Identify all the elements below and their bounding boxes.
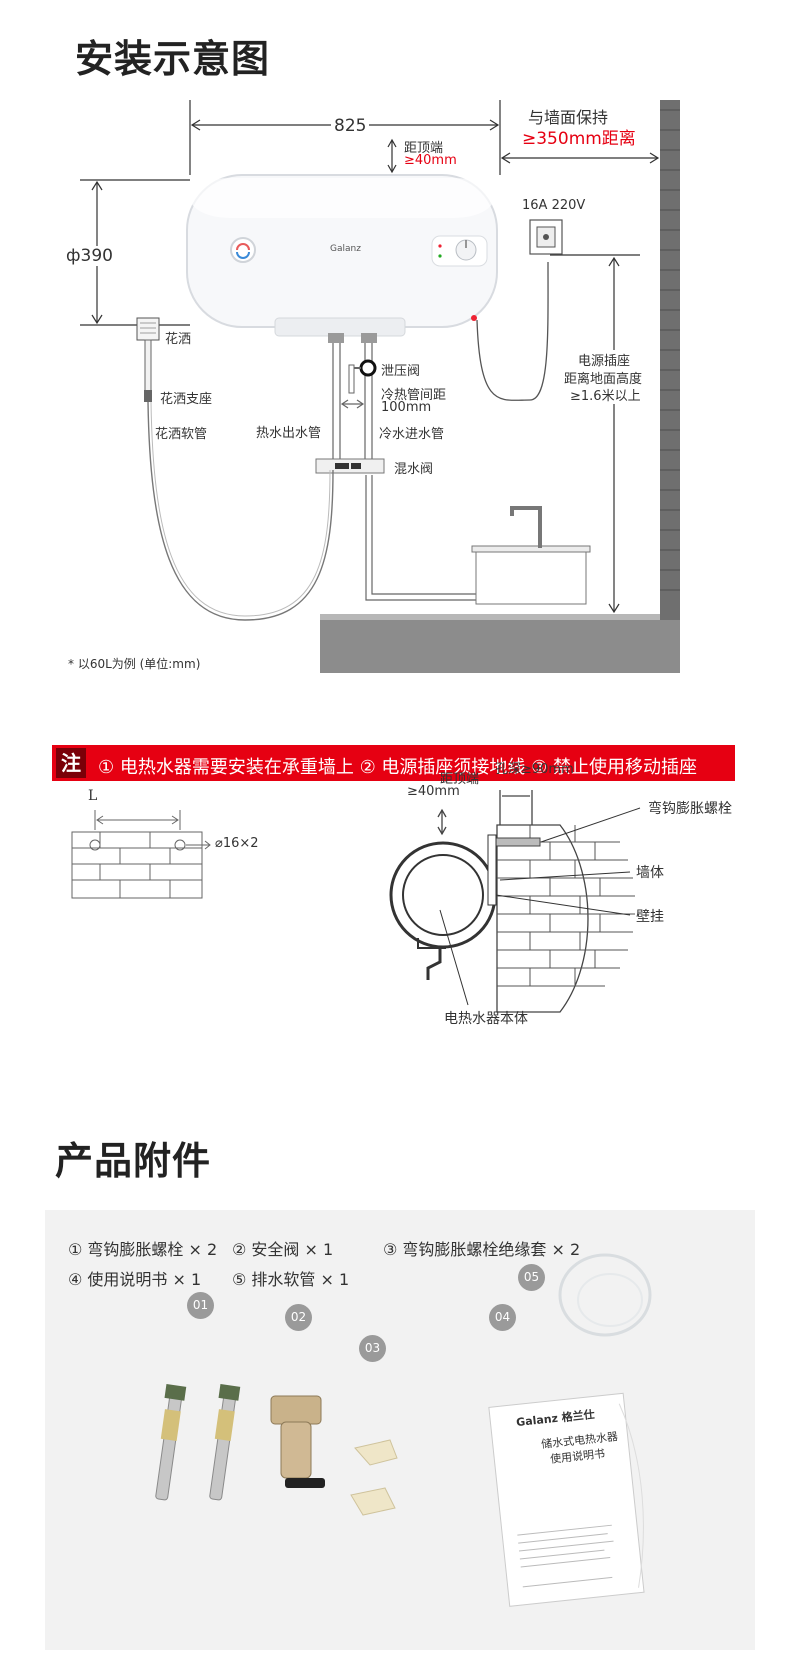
hole-depth-label: 孔深≥90mm — [495, 762, 574, 777]
mixer-label: 混水阀 — [394, 462, 434, 477]
width-label: 825 — [331, 116, 370, 136]
pipe-gap-label: 冷热管间距 — [381, 388, 447, 403]
hook-bolts — [155, 1384, 241, 1501]
top-gap-value: ≥40mm — [404, 153, 457, 168]
mount-top-gap-label: 距顶端 — [440, 772, 480, 787]
expansion-bolt — [491, 837, 541, 847]
cold-in-label: 冷水进水管 — [379, 427, 445, 442]
body-label: 电热水器本体 — [444, 1011, 528, 1027]
footnote: * 以60L为例 (单位:mm) — [68, 657, 201, 671]
top-gap-label: 距顶端 — [404, 141, 444, 156]
accessory-item-4: ④ 使用说明书 × 1 — [68, 1270, 202, 1289]
wall-gap-label: 与墙面保持 — [528, 108, 609, 127]
height-label: ф390 — [66, 246, 113, 266]
mixer-valve — [315, 458, 385, 474]
install-section-title: 安装示意图 — [75, 37, 271, 81]
mount-diagram — [71, 790, 641, 1013]
bolt-label: 弯钩膨胀螺栓 — [648, 801, 732, 817]
accessory-item-1: ① 弯钩膨胀螺栓 × 2 — [68, 1240, 218, 1259]
drain-hose — [558, 1253, 652, 1337]
socket-rating: 16A 220V — [522, 198, 586, 213]
accessories-section-title: 产品附件 — [55, 1139, 212, 1183]
shower-holder-label: 花洒支座 — [160, 392, 213, 407]
accessory-item-2: ② 安全阀 × 1 — [232, 1240, 334, 1259]
safety-valve — [270, 1395, 325, 1488]
hole-label: ⌀16×2 — [215, 836, 259, 851]
accessories-illustration — [155, 1253, 652, 1607]
faucet — [510, 506, 542, 548]
sink — [475, 547, 587, 605]
mount-top-gap-value: ≥40mm — [407, 784, 460, 799]
l-label: L — [88, 788, 98, 804]
wall-column — [660, 100, 680, 620]
wall-gap-value: ≥350mm距离 — [522, 129, 636, 149]
wall-label: 墙体 — [636, 865, 664, 881]
notice-text: ① 电热水器需要安装在承重墙上 ② 电源插座须接地线 ③ 禁止使用移动插座 — [98, 757, 698, 778]
user-manual — [488, 1392, 645, 1607]
hot-out-label: 热水出水管 — [256, 426, 322, 441]
badge-03: 03 — [359, 1335, 386, 1362]
wall-bracket — [487, 834, 497, 906]
pipe-gap-value: 100mm — [381, 400, 432, 415]
install-diagram — [80, 100, 680, 673]
badge-02: 02 — [285, 1304, 312, 1331]
shower-hose-label: 花洒软管 — [155, 427, 208, 442]
notice-tag: 注 — [56, 748, 86, 778]
shower-head-label: 花洒 — [165, 332, 192, 347]
socket-note-1: 电源插座 — [578, 350, 631, 369]
shower-head — [136, 317, 160, 341]
heater-brand: Galanz — [330, 244, 361, 254]
shower-hose — [147, 401, 334, 621]
accessory-item-3: ③ 弯钩膨胀螺栓绝缘套 × 2 — [383, 1240, 581, 1259]
badge-04: 04 — [489, 1304, 516, 1331]
accessory-item-5: ⑤ 排水软管 × 1 — [232, 1270, 350, 1289]
bracket-label: 壁挂 — [636, 909, 664, 925]
insulation-sleeves — [350, 1439, 398, 1516]
badge-05: 05 — [518, 1264, 545, 1291]
socket-note-3: ≥1.6米以上 — [570, 385, 641, 404]
notice-bar — [52, 745, 735, 781]
relief-valve-icon — [359, 359, 377, 377]
badge-01: 01 — [187, 1292, 214, 1319]
thermometer-dial — [230, 237, 256, 263]
relief-valve-label: 泄压阀 — [381, 364, 421, 379]
floor — [320, 618, 680, 673]
socket-note-2: 距离地面高度 — [564, 368, 643, 387]
